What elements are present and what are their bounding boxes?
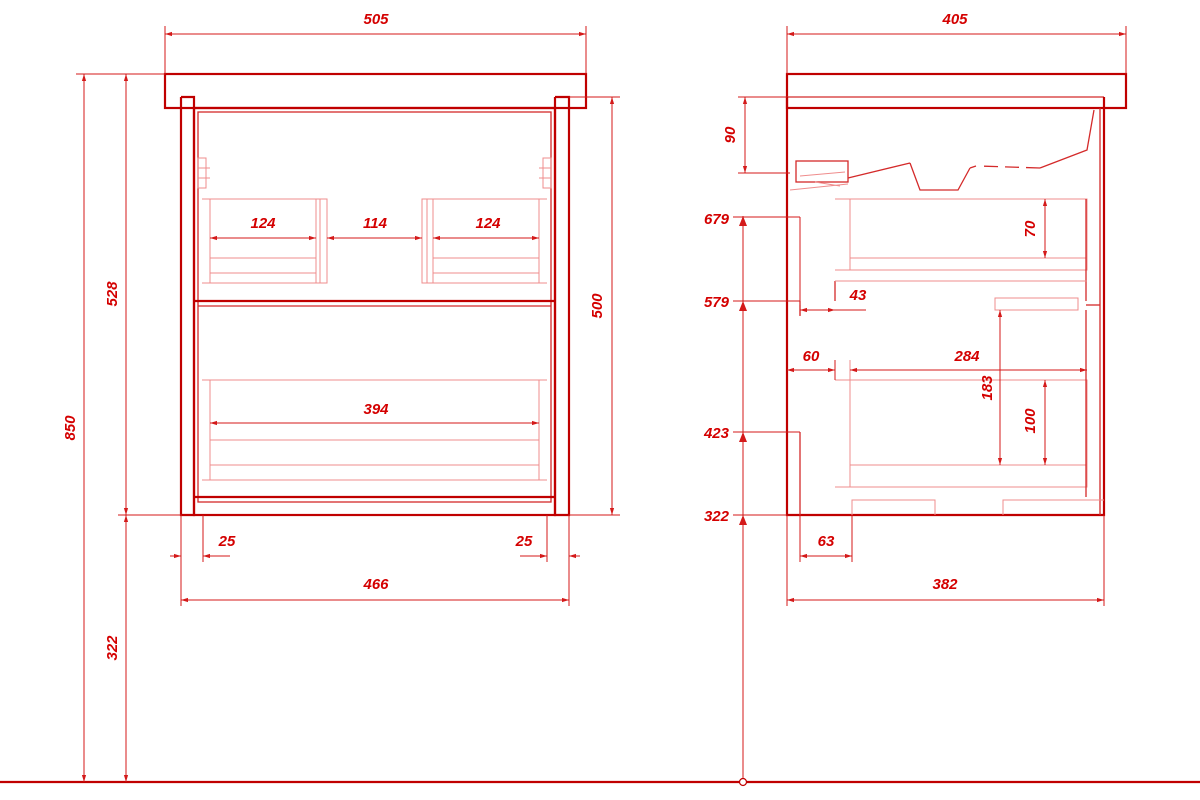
dim-side-front-offset: 60 [803, 348, 820, 365]
front-right-side-panel [553, 95, 571, 517]
dim-front-drawer-left: 124 [250, 215, 276, 232]
dim-front-side-right: 25 [515, 533, 533, 550]
dim-front-body-width: 466 [362, 576, 389, 593]
front-upper-right-drawer [421, 198, 547, 284]
dim-front-drawer-right: 124 [475, 215, 501, 232]
dim-side-level-322: 322 [704, 508, 730, 525]
side-view: 405 90 679 579 423 322 70 43 60 284 183 … [703, 11, 1128, 778]
side-rail-bar [994, 297, 1079, 311]
front-view: 505 850 528 322 500 124 114 124 394 25 2… [62, 11, 620, 782]
front-upper-left-drawer [202, 198, 328, 284]
dim-front-lower-drawer: 394 [363, 401, 389, 418]
side-siphon [789, 160, 849, 191]
side-upper-drawer [835, 198, 1088, 301]
dim-side-body-depth: 382 [932, 576, 958, 593]
side-countertop [785, 72, 1128, 110]
front-body [192, 106, 557, 517]
dim-side-lower-drawer-height: 100 [1022, 408, 1039, 434]
front-left-side-panel [179, 95, 196, 517]
dim-side-level-423: 423 [703, 425, 730, 442]
front-body-inner-edge [197, 111, 552, 503]
dim-front-mount-height: 322 [104, 635, 121, 661]
front-lower-drawer [202, 379, 547, 481]
dim-side-upper-drawer-height: 70 [1022, 220, 1039, 237]
dim-front-side-left: 25 [218, 533, 236, 550]
dim-front-body-height: 528 [104, 281, 121, 307]
dim-side-drawer-depth: 284 [953, 348, 980, 365]
side-lower-drawer [835, 304, 1100, 497]
side-body [785, 97, 1106, 517]
dim-side-lower-cutout: 183 [979, 375, 996, 401]
side-sink-profile [847, 109, 1095, 191]
front-countertop [163, 72, 588, 110]
front-hinges [197, 157, 552, 189]
dim-side-top-thickness: 90 [722, 126, 739, 143]
dim-side-top-depth: 405 [941, 11, 968, 28]
dim-front-top-width: 505 [363, 11, 389, 28]
dim-side-level-679: 679 [704, 211, 730, 228]
side-feet [851, 499, 1104, 515]
dim-side-level-579: 579 [704, 294, 730, 311]
dim-side-upper-offset: 43 [849, 287, 867, 304]
dim-side-foot-offset: 63 [818, 533, 835, 550]
dim-front-inner-height: 500 [589, 293, 606, 319]
dim-front-drawer-gap: 114 [363, 215, 388, 232]
dim-front-total-height: 850 [62, 415, 79, 441]
floor-origin-marker [738, 777, 748, 787]
